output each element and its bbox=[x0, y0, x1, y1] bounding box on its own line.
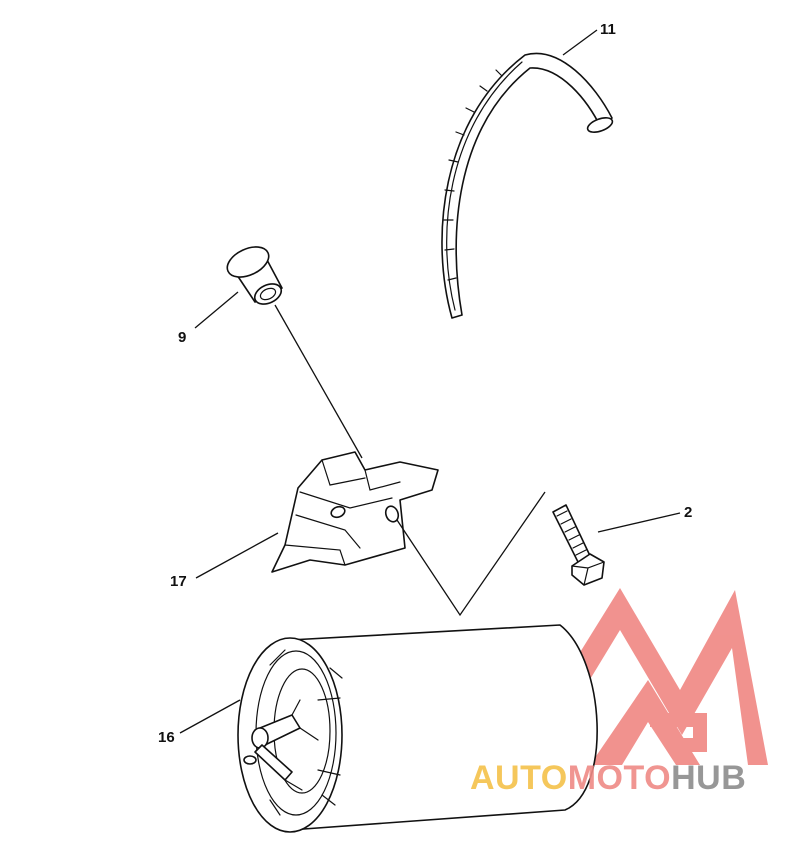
bolt-part bbox=[552, 504, 605, 586]
filter-leader bbox=[179, 699, 241, 734]
grommet-callout: 9 bbox=[178, 329, 186, 346]
bolt-assembly-line bbox=[396, 491, 546, 617]
grommet-leader bbox=[194, 291, 239, 329]
filter-callout: 16 bbox=[158, 729, 175, 746]
automotohub-wordmark: AUTOMOTOHUB bbox=[470, 759, 746, 797]
svg-text:AUTOMOTOHUB: AUTOMOTOHUB bbox=[470, 759, 746, 797]
strap-part bbox=[441, 52, 614, 319]
watermark-moto: MOTO bbox=[568, 759, 671, 797]
grommet-part bbox=[226, 246, 283, 305]
bracket-leader bbox=[195, 532, 279, 579]
watermark-hub: HUB bbox=[671, 759, 746, 797]
bolt-leader bbox=[597, 512, 681, 533]
filter-part bbox=[237, 624, 598, 833]
bracket-part bbox=[271, 451, 439, 573]
grommet-assembly-line bbox=[274, 304, 363, 459]
strap-leader bbox=[562, 29, 598, 56]
bracket-callout: 17 bbox=[170, 573, 187, 590]
watermark-auto: AUTO bbox=[470, 759, 568, 797]
bolt-callout: 2 bbox=[684, 504, 692, 521]
strap-callout: 11 bbox=[600, 21, 616, 38]
